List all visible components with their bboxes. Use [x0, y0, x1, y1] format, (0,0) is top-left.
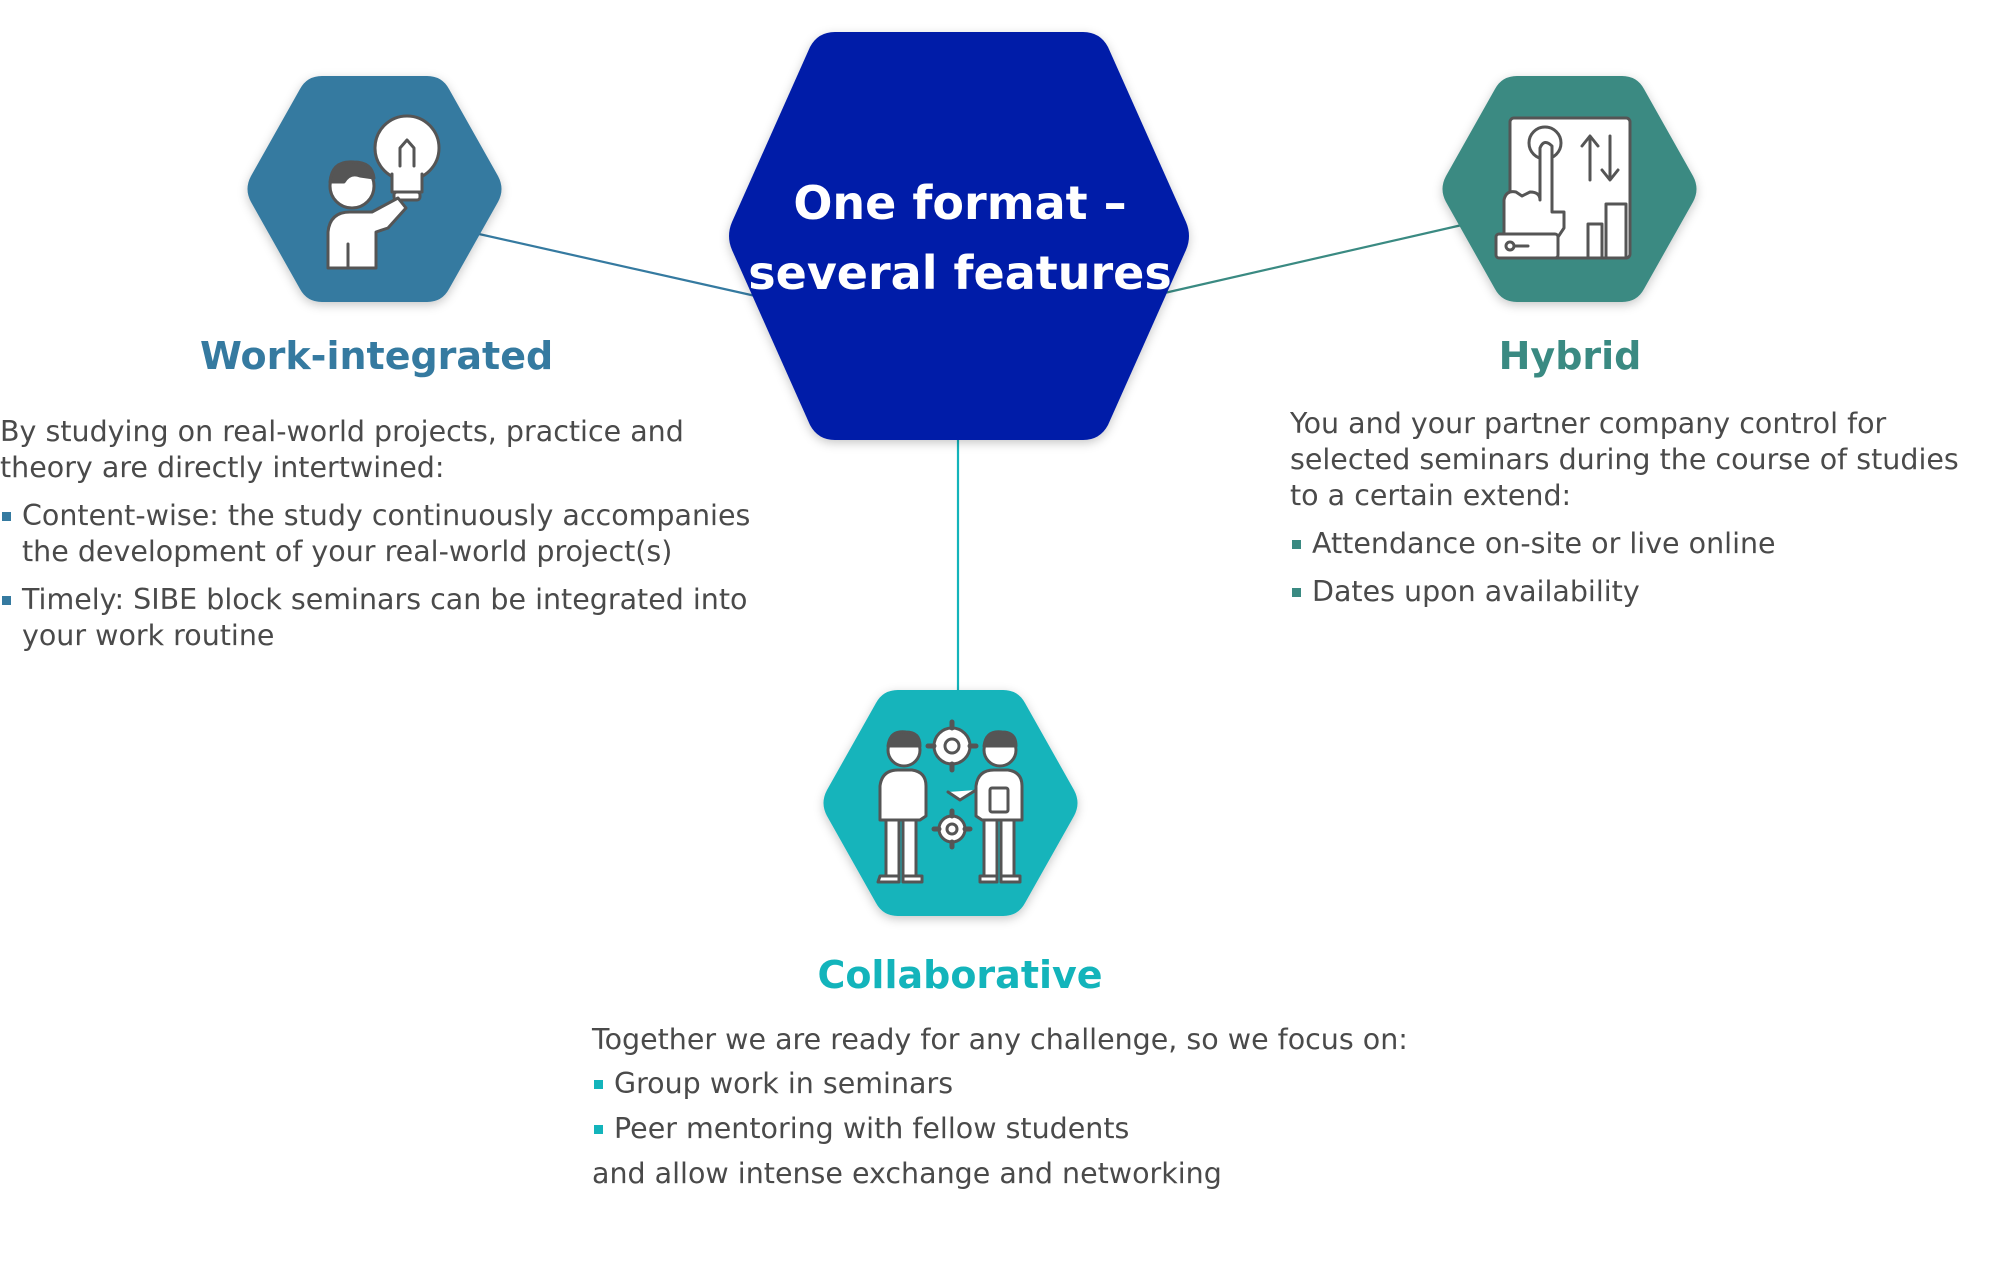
centre-heading: One format – several features	[730, 168, 1190, 308]
list-item: Attendance on-site or live online	[1290, 526, 1995, 562]
connector-hybrid	[1159, 223, 1463, 296]
work-integrated-intro: By studying on real-world projects, prac…	[0, 415, 684, 484]
collaborative-title: Collaborative	[817, 953, 1103, 997]
list-item: Group work in seminars	[592, 1066, 1492, 1102]
two-people-gears-icon	[876, 719, 1024, 884]
connector-work-integrated	[469, 230, 761, 299]
hybrid-title: Hybrid	[1498, 334, 1642, 378]
list-item: Peer mentoring with fellow students	[592, 1111, 1492, 1147]
collaborative-outro: and allow intense exchange and networkin…	[592, 1157, 1222, 1190]
collaborative-intro: Together we are ready for any challenge,…	[592, 1023, 1408, 1056]
centre-heading-line-2: several features	[748, 246, 1172, 300]
hybrid-bullet-list: Attendance on-site or live online Dates …	[1290, 526, 1995, 610]
hybrid-intro: You and your partner company control for…	[1290, 407, 1959, 512]
centre-hexagon	[729, 32, 1189, 440]
collaborative-bullet-list: Group work in seminars Peer mentoring wi…	[592, 1066, 1492, 1147]
hybrid-description: You and your partner company control for…	[1290, 406, 1995, 622]
list-item: Dates upon availability	[1290, 574, 1995, 610]
work-integrated-bullet-list: Content-wise: the study continuously acc…	[0, 498, 780, 654]
person-lightbulb-icon	[326, 114, 441, 270]
collaborative-description: Together we are ready for any challenge,…	[592, 1022, 1492, 1192]
list-item: Timely: SIBE block seminars can be integ…	[0, 582, 780, 654]
centre-heading-line-1: One format –	[793, 176, 1127, 230]
list-item: Content-wise: the study continuously acc…	[0, 498, 780, 570]
touch-control-panel-icon	[1494, 116, 1632, 260]
work-integrated-description: By studying on real-world projects, prac…	[0, 414, 780, 666]
work-integrated-title: Work-integrated	[200, 334, 554, 378]
